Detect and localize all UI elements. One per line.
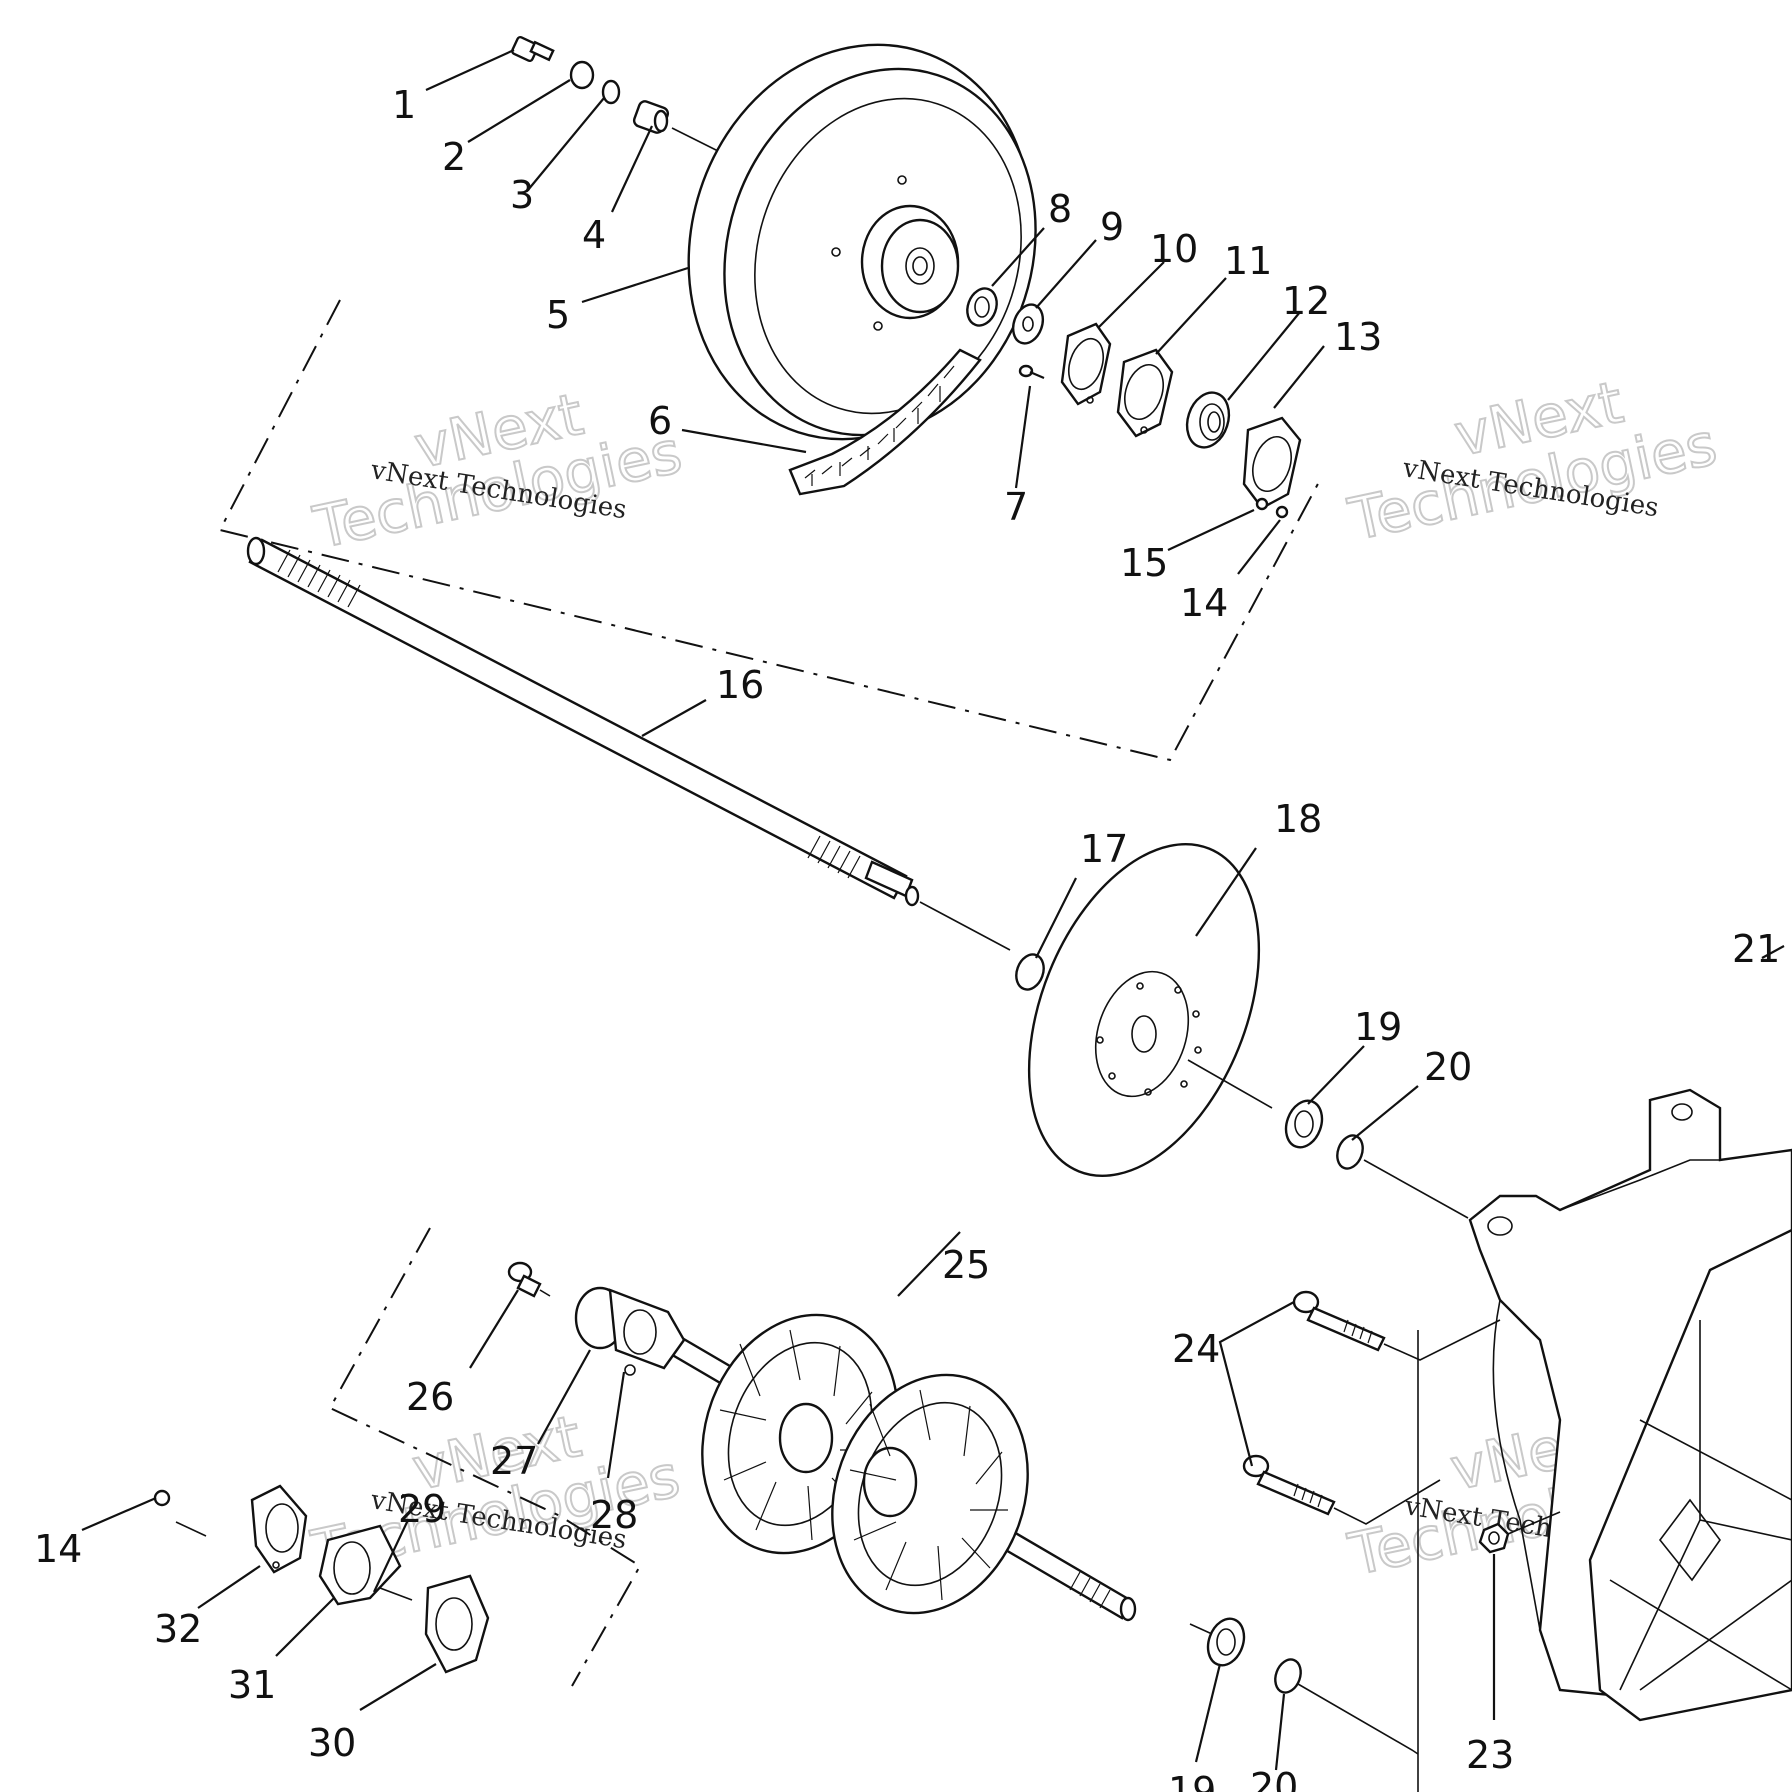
callout-17: 17: [1080, 827, 1128, 871]
assembly-boundary-upper: [218, 299, 1321, 762]
axis-line-disc: [1187, 1059, 1273, 1109]
bearing-flange-11: [1116, 348, 1174, 438]
callout-20-lower: 20: [1250, 1765, 1298, 1792]
callout-30: 30: [308, 1721, 356, 1765]
drive-shaft-16: [246, 536, 920, 907]
washer-2: [569, 60, 595, 90]
drive-chain-6: [788, 348, 982, 496]
callout-31: 31: [228, 1663, 276, 1707]
callout-numbers: 1 2 3 4 5 6 7 8 9 10 11 12 13 14 15 16 1…: [34, 83, 1780, 1792]
nut-23: [1478, 1522, 1510, 1554]
callout-29: 29: [398, 1487, 446, 1531]
callout-11: 11: [1224, 239, 1272, 283]
callout-27: 27: [490, 1439, 538, 1483]
callout-2: 2: [442, 135, 466, 179]
bolt-24-lower: [1242, 1454, 1336, 1516]
callout-19-upper: 19: [1354, 1005, 1402, 1049]
bolt-1: [511, 35, 555, 63]
washer-9: [1011, 303, 1045, 345]
callout-26: 26: [406, 1375, 454, 1419]
bearing-flange-10: [1060, 322, 1112, 406]
leader-lines: [81, 48, 1496, 1771]
callout-10: 10: [1150, 227, 1198, 271]
callout-20-upper: 20: [1424, 1045, 1472, 1089]
drive-pulley-5: [687, 43, 1037, 441]
seal-8: [966, 287, 998, 327]
callout-6: 6: [648, 399, 672, 443]
callout-21: 21: [1732, 927, 1780, 971]
axis-line-20-lower: [1297, 1683, 1419, 1755]
callout-15: 15: [1120, 541, 1168, 585]
axis-line-top: [671, 127, 721, 153]
axis-line-mid: [919, 901, 1011, 951]
bearing-flange-13: [1242, 416, 1302, 510]
callout-1: 1: [392, 83, 416, 127]
bolt-26: [507, 1261, 542, 1298]
bolt-7: [1018, 364, 1045, 380]
axis-line-26: [539, 1289, 551, 1297]
axis-line-19-lower-in: [1189, 1623, 1213, 1635]
spacer-4: [632, 100, 670, 134]
axis-line-14-lower: [175, 1521, 207, 1537]
seal-19-upper: [1284, 1099, 1324, 1149]
bolt-24-axis-lower: [1333, 1479, 1441, 1525]
bearing-flange-30: [424, 1574, 490, 1674]
callout-19-lower: 19: [1168, 1769, 1216, 1792]
callout-5: 5: [546, 293, 570, 337]
callout-4: 4: [582, 213, 606, 257]
leader-21-tick: [1761, 945, 1785, 959]
brake-disc-18: [1027, 843, 1261, 1177]
callout-23: 23: [1466, 1733, 1514, 1777]
bolt-24-upper: [1292, 1290, 1386, 1352]
nut-14-lower: [153, 1489, 171, 1507]
callout-28: 28: [590, 1493, 638, 1537]
callout-16: 16: [716, 663, 764, 707]
snap-ring-17: [1015, 953, 1045, 991]
seal-19-lower: [1206, 1617, 1246, 1667]
callout-14-top: 14: [1180, 581, 1228, 625]
axis-line-case: [1363, 1159, 1469, 1219]
lock-washer-15: [1255, 497, 1269, 511]
callout-25: 25: [942, 1243, 990, 1287]
nut-14-top: [1275, 505, 1289, 519]
washer-3: [601, 79, 621, 105]
callout-8: 8: [1048, 187, 1072, 231]
chaincase-21: [1468, 1088, 1792, 1722]
drive-axle-25: [574, 1286, 1137, 1622]
bearing-12: [1185, 391, 1231, 449]
callout-14-lower: 14: [34, 1527, 82, 1571]
o-ring-20-upper: [1336, 1134, 1364, 1170]
bearing-flange-31: [318, 1524, 402, 1606]
callout-9: 9: [1100, 205, 1124, 249]
bolt-24-axis-upper: [1383, 1319, 1501, 1361]
callout-12: 12: [1282, 279, 1330, 323]
callout-13: 13: [1334, 315, 1382, 359]
callout-7: 7: [1004, 485, 1028, 529]
axis-line-29: [379, 1587, 413, 1601]
callout-24: 24: [1172, 1327, 1220, 1371]
bearing-flange-32: [250, 1484, 308, 1574]
callout-32: 32: [154, 1607, 202, 1651]
callout-18: 18: [1274, 797, 1322, 841]
axis-line-23: [1507, 1511, 1561, 1535]
watermark-group-top-right: vNext Technologies vNext Technologies: [1342, 367, 1724, 555]
watermark-group-top-left: vNext Technologies vNext Technologies: [307, 379, 689, 563]
callout-3: 3: [510, 173, 534, 217]
o-ring-20-lower: [1274, 1658, 1302, 1694]
